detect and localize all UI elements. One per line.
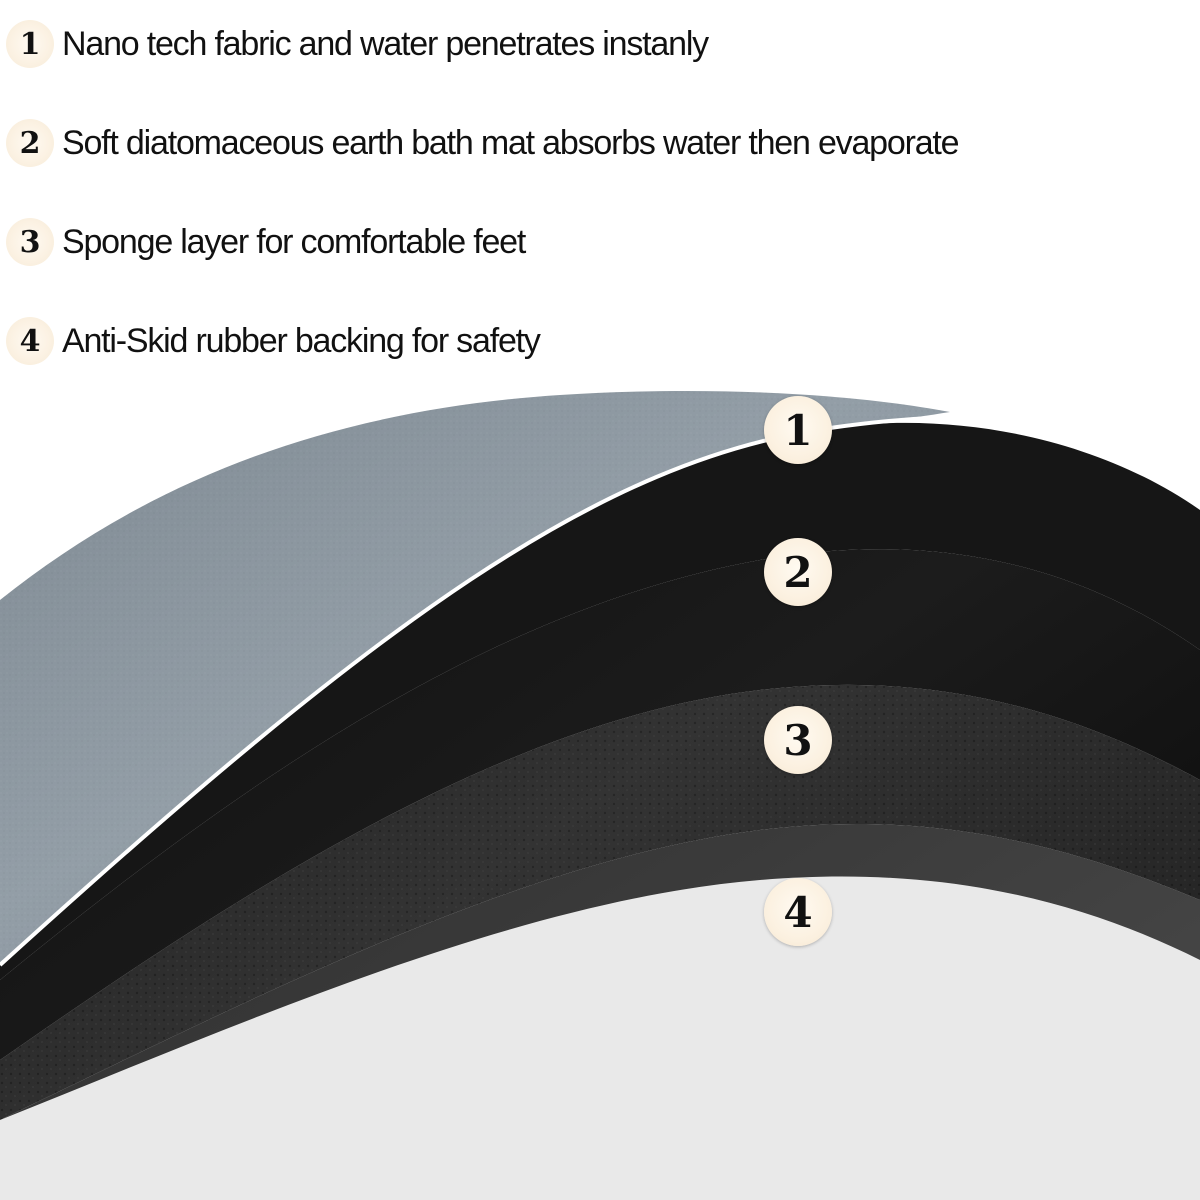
feature-text: Sponge layer for comfortable feet xyxy=(62,222,526,261)
fabric-edge-highlight xyxy=(0,414,1011,967)
feature-item-1: 1 Nano tech fabric and water penetrates … xyxy=(6,14,709,74)
fabric-cut-edge xyxy=(0,422,1200,980)
feature-number-badge: 1 xyxy=(6,20,54,68)
feature-item-4: 4 Anti-Skid rubber backing for safety xyxy=(6,311,541,371)
feature-number-badge: 2 xyxy=(6,119,54,167)
feature-number-badge: 4 xyxy=(6,317,54,365)
rubber-underside xyxy=(0,876,1200,1200)
layer-label-4: 4 xyxy=(764,878,832,946)
feature-text: Anti-Skid rubber backing for safety xyxy=(62,321,541,360)
feature-text: Nano tech fabric and water penetrates in… xyxy=(62,24,709,63)
fabric-texture xyxy=(0,391,950,966)
rubber-layer xyxy=(0,824,1200,1120)
diatomaceous-layer xyxy=(0,549,1200,1060)
layer-label-3: 3 xyxy=(764,706,832,774)
feature-number-badge: 3 xyxy=(6,218,54,266)
layer-label-2: 2 xyxy=(764,538,832,606)
feature-item-2: 2 Soft diatomaceous earth bath mat absor… xyxy=(6,113,960,173)
sponge-texture xyxy=(0,684,1200,1120)
feature-item-3: 3 Sponge layer for comfortable feet xyxy=(6,212,526,272)
layer-label-1: 1 xyxy=(764,396,832,464)
feature-text: Soft diatomaceous earth bath mat absorbs… xyxy=(62,123,960,162)
